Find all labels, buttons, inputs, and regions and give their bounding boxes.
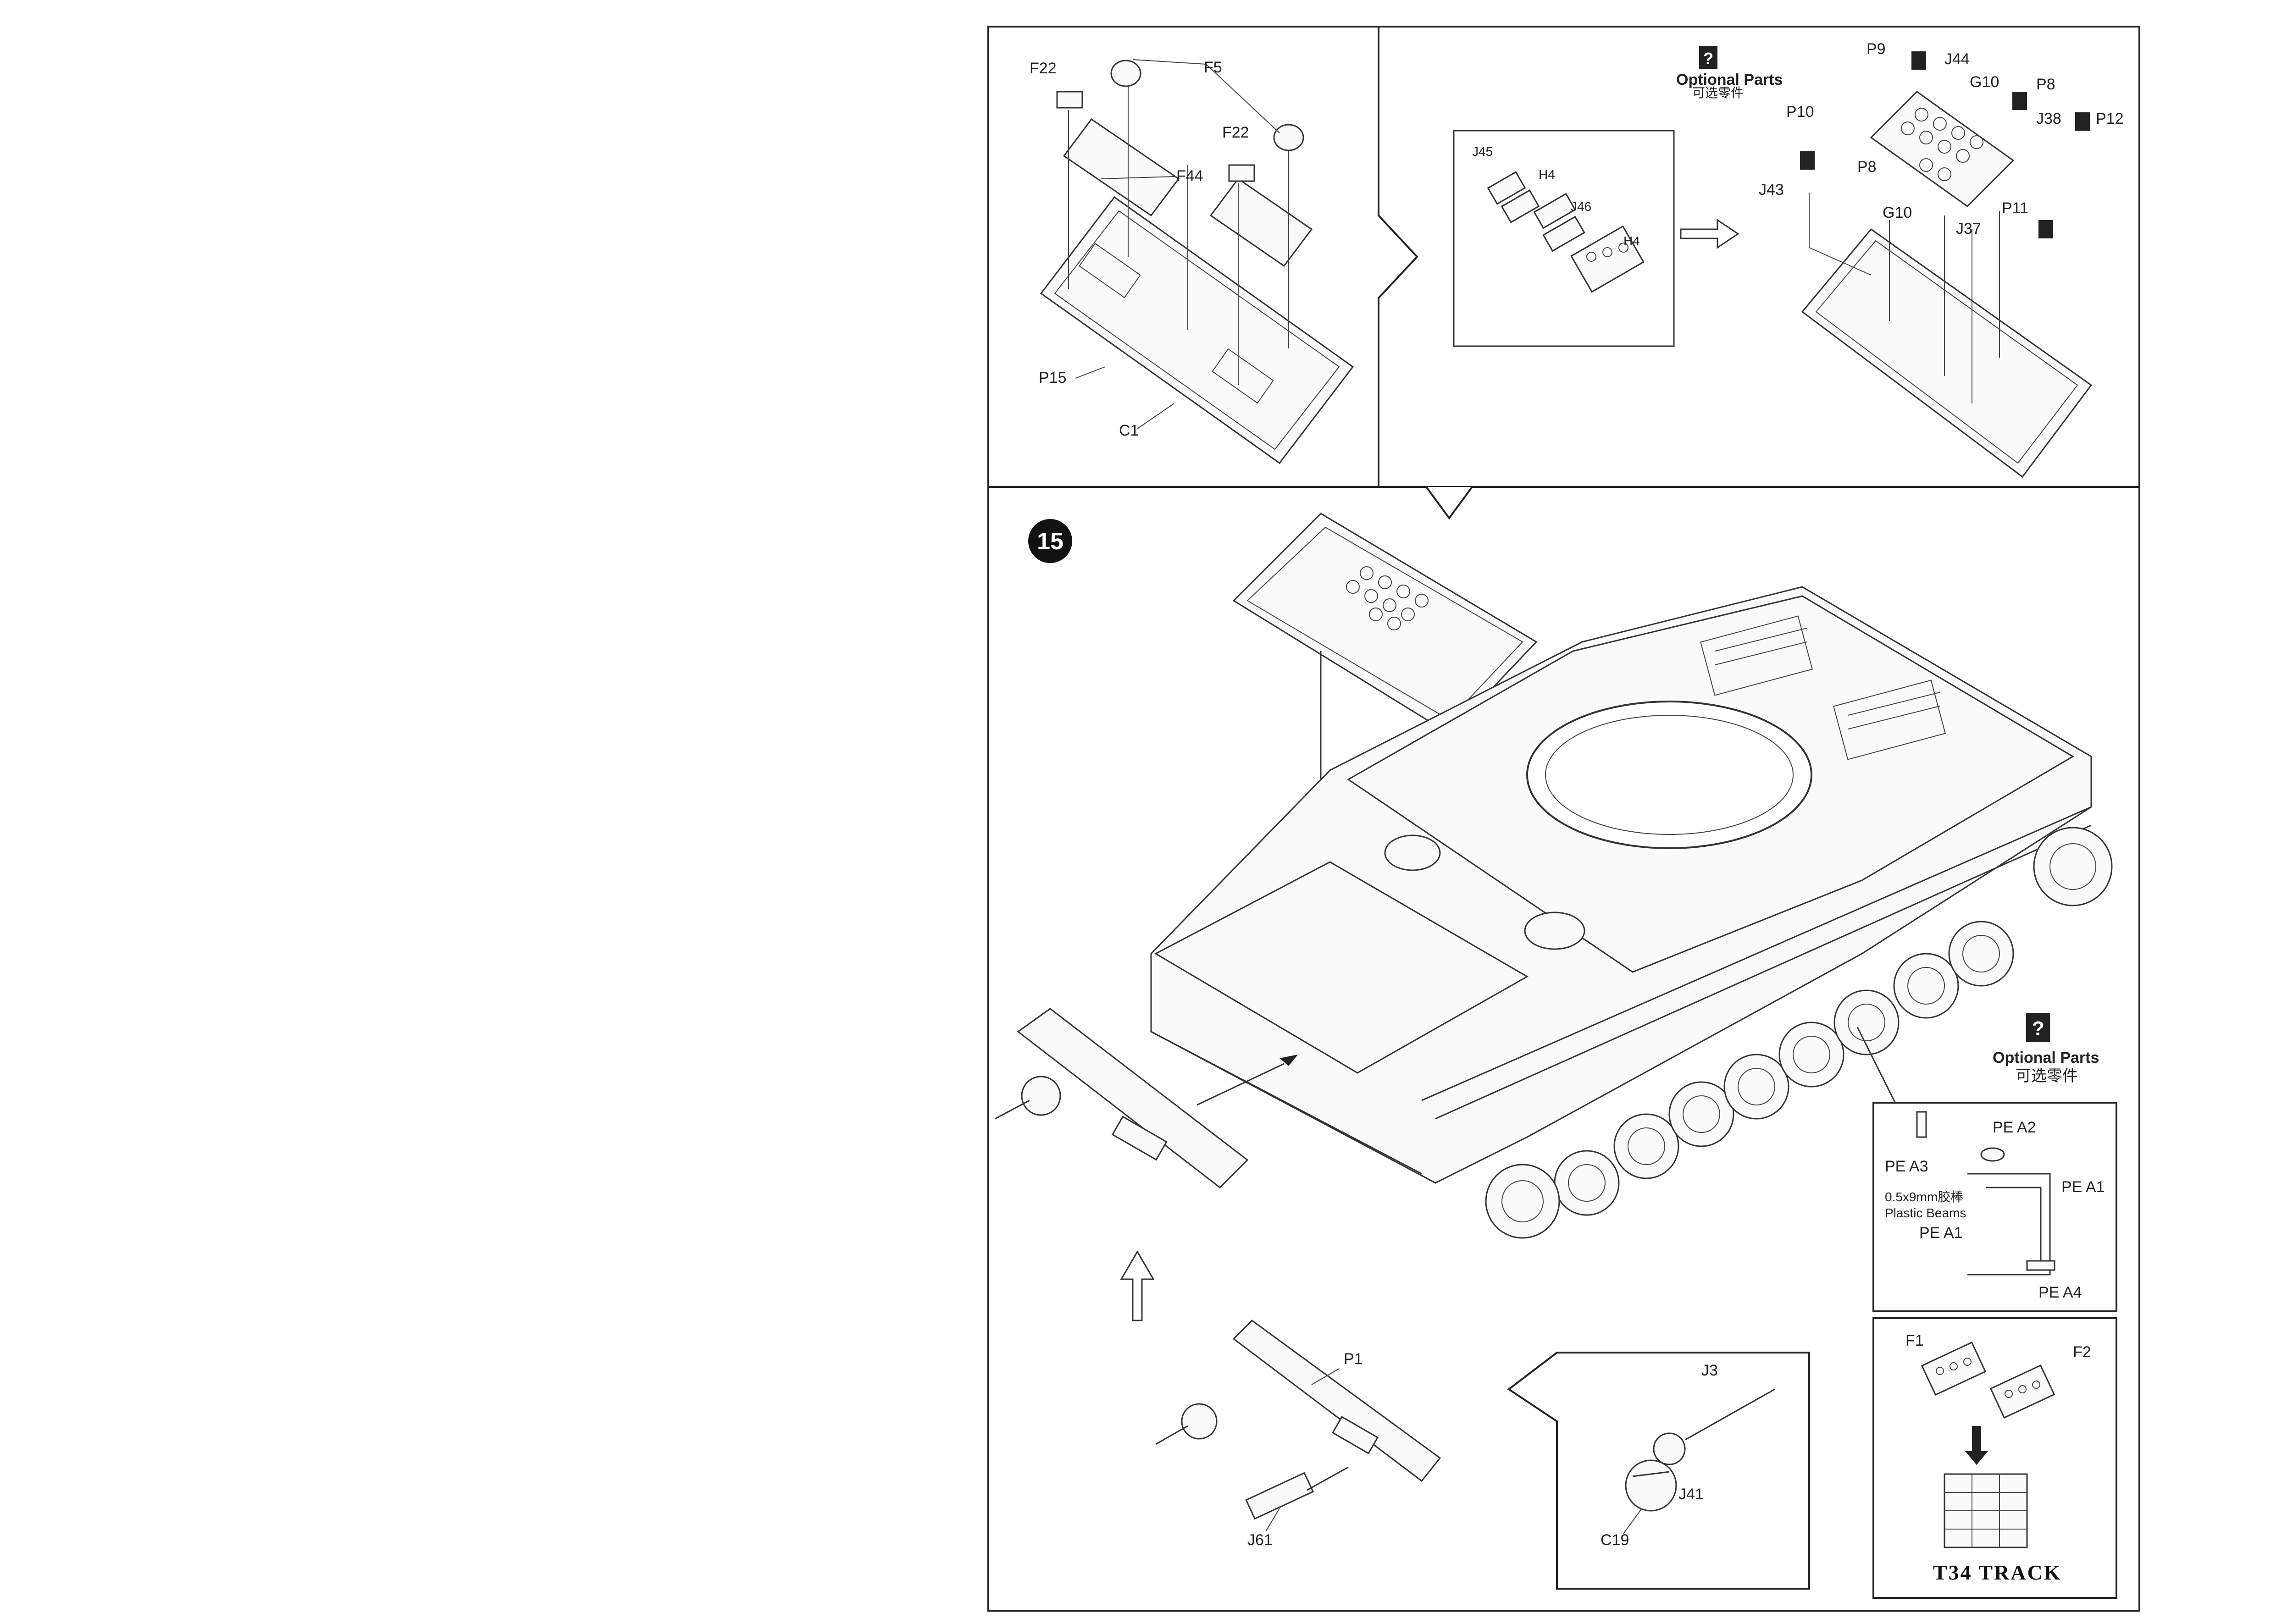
label-pe-a1-right: PE A1: [2061, 1178, 2105, 1196]
engine-grilles: [1700, 615, 1946, 760]
top-left-panel: F22 F5 F22 F44 P15 C1: [1030, 59, 1354, 464]
label-beams-1: 0.5x9mm胶棒: [1885, 1190, 1963, 1204]
page-border: [987, 26, 2140, 1612]
label-f2: F2: [2073, 1343, 2091, 1361]
road-wheels: [1485, 827, 2113, 1239]
label-j43: J43: [1759, 181, 1784, 199]
label-pe-a3: PE A3: [1885, 1158, 1928, 1175]
label-p8-b: P8: [1857, 158, 1877, 176]
label-p11: P11: [2002, 199, 2028, 217]
optional-right-line1: Optional Parts: [1993, 1049, 2099, 1066]
label-j46: J46: [1571, 199, 1591, 214]
label-g10-a: G10: [1970, 73, 1999, 91]
part-j61: [1245, 1472, 1314, 1520]
track-title: T34 TRACK: [1933, 1561, 2061, 1584]
step-number-badge: [1028, 519, 1072, 563]
label-f5: F5: [1204, 59, 1222, 76]
label-j38: J38: [2036, 110, 2061, 127]
label-p9: P9: [1867, 40, 1886, 58]
hollow-arrow-right: [1680, 219, 1739, 249]
label-f22-b: F22: [1222, 124, 1249, 141]
label-j45: J45: [1472, 144, 1493, 159]
top-right-panel: ? Optional Parts 可选零件 P9 J44 G10 P8 J38 …: [1676, 40, 2124, 478]
hatch-part-f44: [1063, 118, 1180, 217]
step-15-panel: 15: [995, 513, 2117, 1599]
optional-top-line1: Optional Parts: [1676, 71, 1783, 88]
tank-hull: [1150, 586, 2092, 1184]
engine-deck-assembly: [1232, 513, 1538, 735]
label-f1: F1: [1905, 1332, 1924, 1349]
step-number: 15: [1037, 528, 1063, 555]
optional-icon-top: [1699, 46, 1717, 69]
label-c19: C19: [1601, 1531, 1629, 1549]
turret-ring: [1526, 701, 1812, 849]
hollow-arrow-up: [1120, 1250, 1155, 1321]
grille-cluster: [1870, 91, 2015, 207]
svg-text:?: ?: [2032, 1017, 2044, 1040]
optional-top-line2: 可选零件: [1692, 86, 1744, 100]
label-j37: J37: [1956, 220, 1981, 238]
top-mid-inset: J45 H4 J46 H4: [1453, 130, 1739, 347]
label-j44: J44: [1944, 50, 1970, 68]
hatch-f5-a: [1110, 60, 1141, 87]
hatch-part-f44-b: [1209, 177, 1313, 267]
label-pe-a4: PE A4: [2038, 1284, 2082, 1301]
hatch-f5-b: [1273, 124, 1304, 151]
divider-notch: [1425, 486, 1473, 520]
label-p1: P1: [1344, 1350, 1363, 1368]
optional-parts-box: [1872, 1102, 2117, 1312]
label-beams-2: Plastic Beams: [1885, 1206, 1966, 1220]
label-f22-a: F22: [1030, 60, 1057, 77]
label-p15: P15: [1039, 369, 1067, 387]
track-box: [1872, 1317, 2117, 1599]
label-pe-a1-left: PE A1: [1919, 1224, 1963, 1242]
label-p10: P10: [1786, 103, 1814, 121]
label-p12: P12: [2096, 110, 2124, 127]
black-arrow-down: [1965, 1426, 1988, 1465]
part-f22-a: [1056, 91, 1083, 109]
top-vertical-divider: [1378, 27, 1418, 487]
label-j41: J41: [1678, 1486, 1704, 1503]
deck-plate: [1040, 196, 1354, 464]
label-c1: C1: [1119, 422, 1139, 439]
label-h4-a: H4: [1539, 167, 1555, 182]
deck-plate-right: [1801, 228, 2093, 478]
label-h4-b: H4: [1623, 234, 1640, 248]
label-j3: J3: [1701, 1362, 1718, 1379]
plate-p1: [1232, 1320, 1441, 1482]
deck-grille: [1346, 566, 1429, 630]
label-p8-a: P8: [2036, 76, 2055, 93]
label-g10-b: G10: [1883, 204, 1912, 221]
label-j61: J61: [1247, 1531, 1273, 1549]
optional-icon-right: [2026, 1013, 2050, 1042]
label-f44: F44: [1176, 167, 1203, 185]
assembled-track: [1944, 1473, 2028, 1548]
label-pe-a2: PE A2: [1993, 1119, 2036, 1136]
part-f22-b: [1228, 164, 1255, 182]
svg-text:?: ?: [1703, 49, 1713, 68]
optional-right-line2: 可选零件: [2016, 1067, 2078, 1085]
